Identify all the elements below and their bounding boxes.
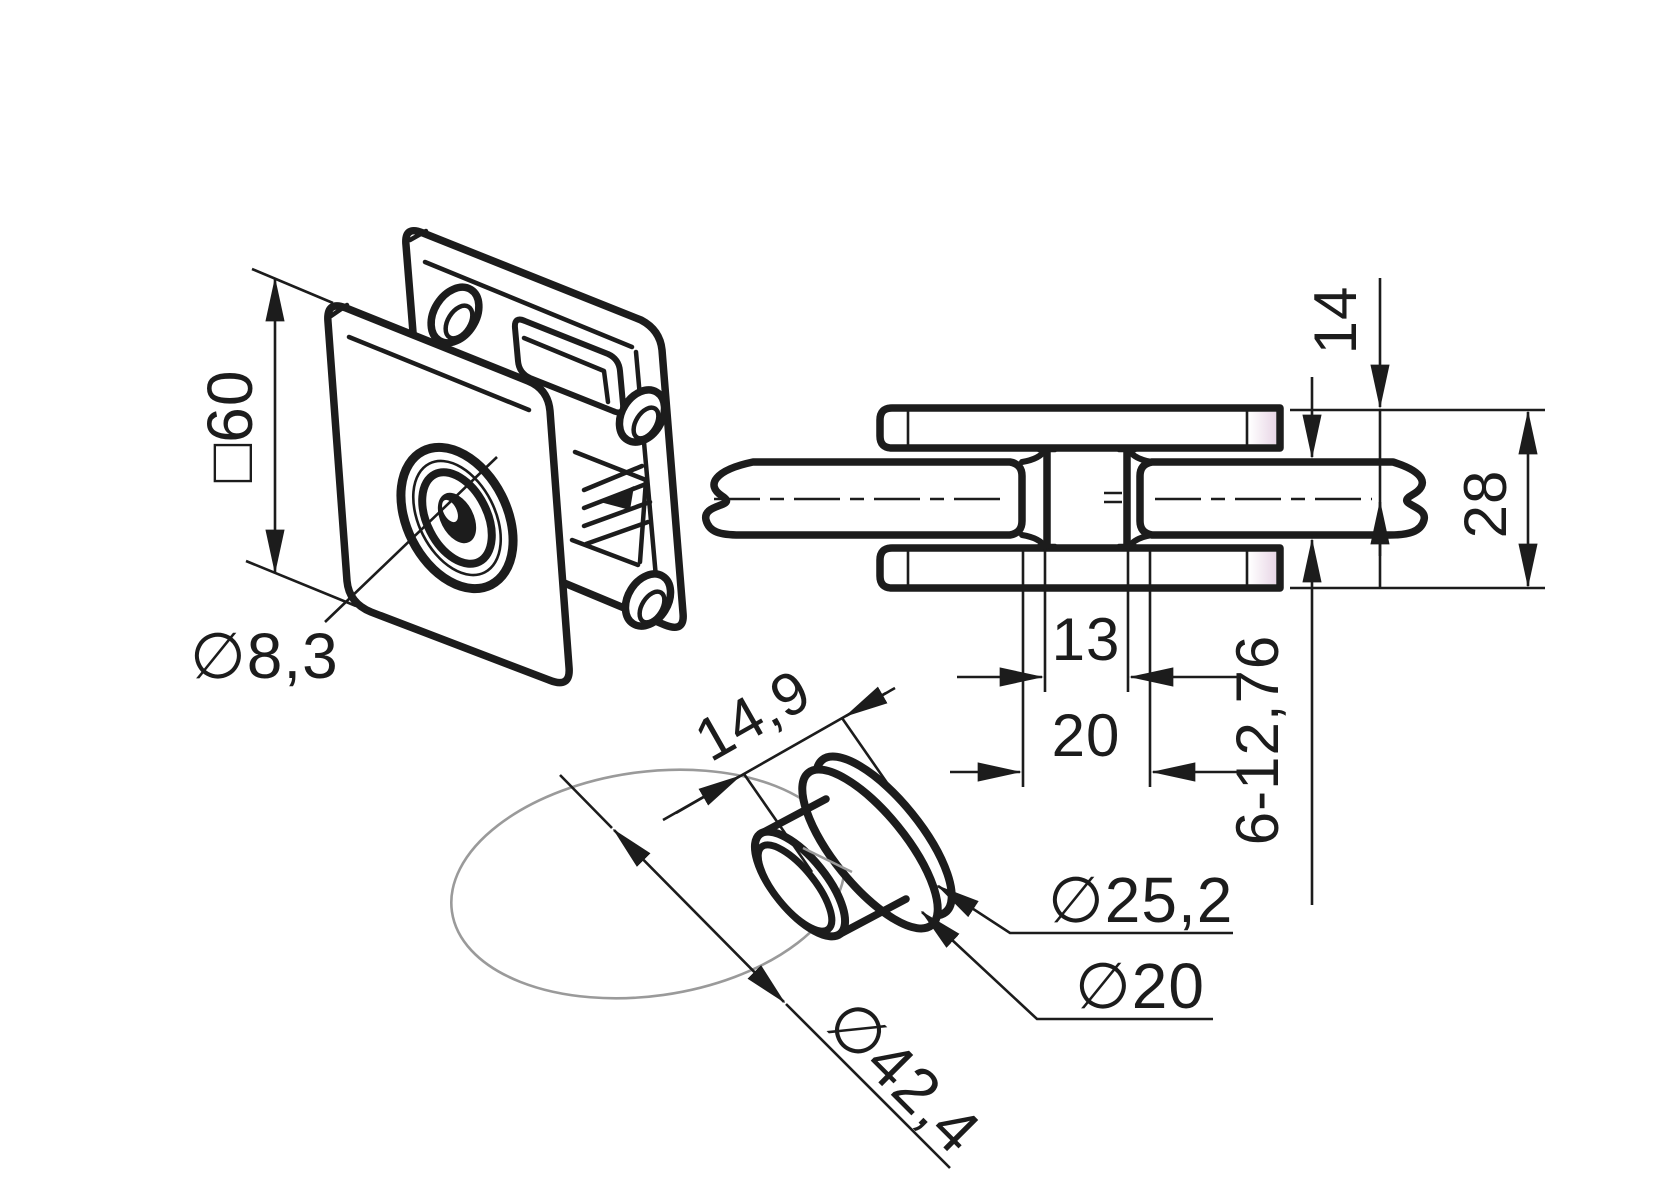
back-plate-hole-bottom-right-rim: [637, 589, 667, 625]
bottom-plate: [876, 544, 1284, 592]
back-plate-slot-depth: [521, 335, 611, 405]
dimension-total-height: 28: [1290, 410, 1545, 590]
hole-diameter-label: ∅8,3: [190, 620, 339, 692]
back-plate-corner-tick: [407, 228, 429, 243]
hole-diameter-callout: ∅8,3: [190, 456, 498, 692]
glass-range-label: 6-12,76: [1224, 635, 1291, 846]
tube-ghost-overlap: [802, 846, 853, 874]
web-outer-width-label: 20: [1052, 702, 1121, 769]
dimension-glass-range: 6-12,76: [1224, 377, 1322, 905]
gasket-serrations: [581, 463, 653, 547]
leader-line: [324, 456, 498, 623]
section-view: 14 28 13 20 6-12,76: [702, 278, 1545, 905]
dimension-half-height: 14: [1290, 278, 1545, 588]
back-plate-hole-top-left-rim: [443, 303, 475, 341]
glass-right: [1136, 458, 1428, 539]
square-size-label: □60: [194, 370, 266, 483]
ext-line-top: [251, 267, 334, 305]
tube-diameter-label: ∅42,4: [813, 985, 995, 1167]
callout-body-diameter: ∅20: [920, 910, 1213, 1022]
half-height-label: 14: [1302, 286, 1369, 355]
back-plate-top-edge: [422, 259, 635, 350]
top-plate-end-shade: [1249, 412, 1276, 444]
front-plate-centre-hole: [396, 442, 518, 594]
front-plate-top-edge: [346, 334, 532, 413]
dimension-web-outer-width: 20: [950, 545, 1243, 787]
body-diameter-label: ∅20: [1075, 950, 1205, 1022]
clamp-web: [1019, 447, 1155, 550]
back-plate-hole-top-right-rim: [631, 405, 661, 441]
front-plate-corner-tick: [328, 302, 350, 319]
ext-line-bottom: [245, 559, 357, 608]
glass-left: [702, 458, 1026, 539]
callout-flange-diameter: ∅25,2: [936, 864, 1233, 936]
bushing: [750, 752, 956, 941]
bottom-plate-end-shade: [1249, 552, 1276, 584]
lower-slot-frame: [569, 449, 649, 568]
isometric-view: □60 ∅8,3: [190, 227, 687, 692]
top-plate: [876, 404, 1284, 452]
dimension-web-width: 13: [957, 545, 1240, 692]
square-size-dimension: □60: [194, 267, 357, 608]
bushing-inner-label: 14,9: [684, 656, 822, 774]
total-height-label: 28: [1452, 470, 1519, 539]
bushing-side-bottom: [836, 895, 910, 938]
centerline-break-mark: [1104, 491, 1122, 504]
clamp-front-plate: [324, 302, 573, 687]
back-plate-slot: [511, 316, 627, 416]
flange-diameter-label: ∅25,2: [1048, 864, 1233, 936]
web-width-label: 13: [1052, 606, 1121, 673]
